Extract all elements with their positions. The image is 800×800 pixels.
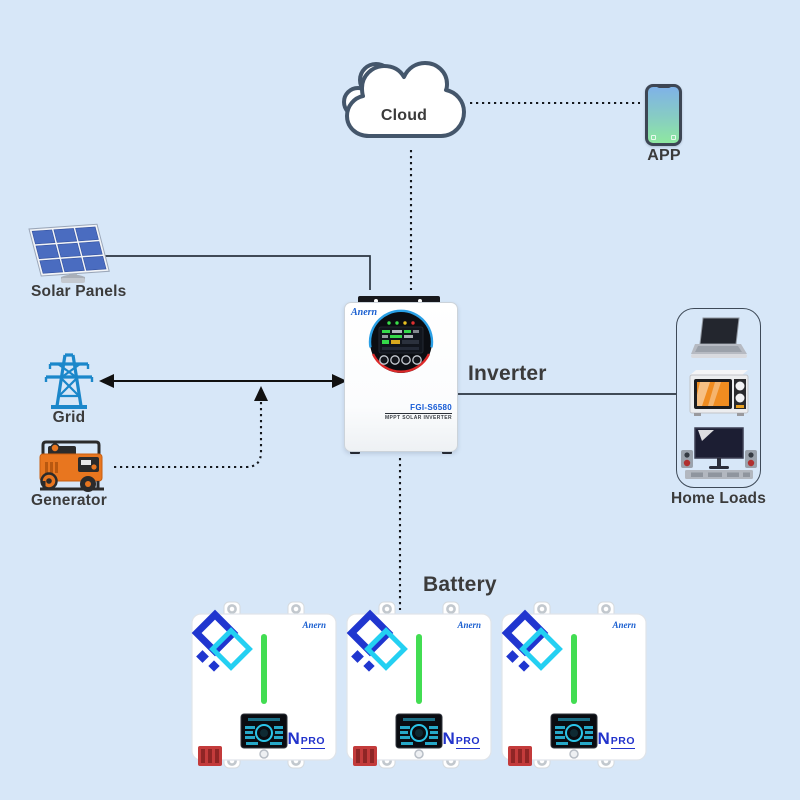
battery-label: Battery [423, 573, 497, 596]
inverter-display [368, 309, 434, 373]
inverter-unit: Anern [344, 290, 458, 460]
arrow-left-head-icon [99, 374, 114, 388]
generator-label: Generator [31, 492, 107, 509]
battery-graphic [191, 601, 337, 769]
battery-graphic [501, 601, 647, 769]
phone-notch [656, 84, 671, 88]
battery-series-pro: PRO [610, 735, 635, 749]
battery-unit: Anern NPRO [190, 600, 338, 772]
battery-row: Anern NPRO [0, 600, 800, 780]
solar-panels-label: Solar Panels [31, 283, 127, 300]
home-loads-panel [676, 308, 761, 488]
solar-panels-icon [28, 223, 110, 283]
battery-series-n: N [442, 729, 455, 748]
app-label: APP [647, 147, 681, 164]
battery-series-logo: NPRO [287, 729, 325, 749]
battery-series-pro: PRO [455, 735, 480, 749]
battery-unit: Anern NPRO [345, 600, 493, 772]
battery-series-pro: PRO [300, 735, 325, 749]
battery-series-n: N [287, 729, 300, 748]
inverter-body: Anern [344, 302, 458, 452]
inverter-brand-logo: Anern [351, 307, 378, 318]
phone-screen [648, 87, 679, 143]
tv-icon [680, 427, 757, 479]
battery-brand-logo: Anern [302, 620, 326, 630]
battery-series-logo: NPRO [442, 729, 480, 749]
grid-label: Grid [52, 409, 86, 426]
home-loads-label: Home Loads [671, 490, 767, 507]
battery-brand-logo: Anern [612, 620, 636, 630]
cloud-label: Cloud [380, 107, 428, 124]
laptop-icon [690, 317, 747, 358]
battery-unit: Anern NPRO [500, 600, 648, 772]
generator-icon [39, 440, 104, 492]
generator-dotted-line [114, 400, 263, 469]
inverter-model: FGI-S6580 [410, 403, 452, 412]
battery-brand-logo: Anern [457, 620, 481, 630]
grid-tower-icon [44, 353, 94, 409]
battery-graphic [346, 601, 492, 769]
microwave-icon [689, 370, 748, 416]
inverter-mount-bracket [358, 296, 440, 305]
app-phone-icon [645, 84, 682, 146]
battery-series-n: N [597, 729, 610, 748]
battery-series-logo: NPRO [597, 729, 635, 749]
cloud-icon [342, 61, 466, 138]
inverter-label: Inverter [468, 362, 547, 385]
inverter-model-subtitle: MPPT SOLAR INVERTER [384, 413, 452, 421]
generator-arrow-up-head-icon [254, 386, 268, 401]
